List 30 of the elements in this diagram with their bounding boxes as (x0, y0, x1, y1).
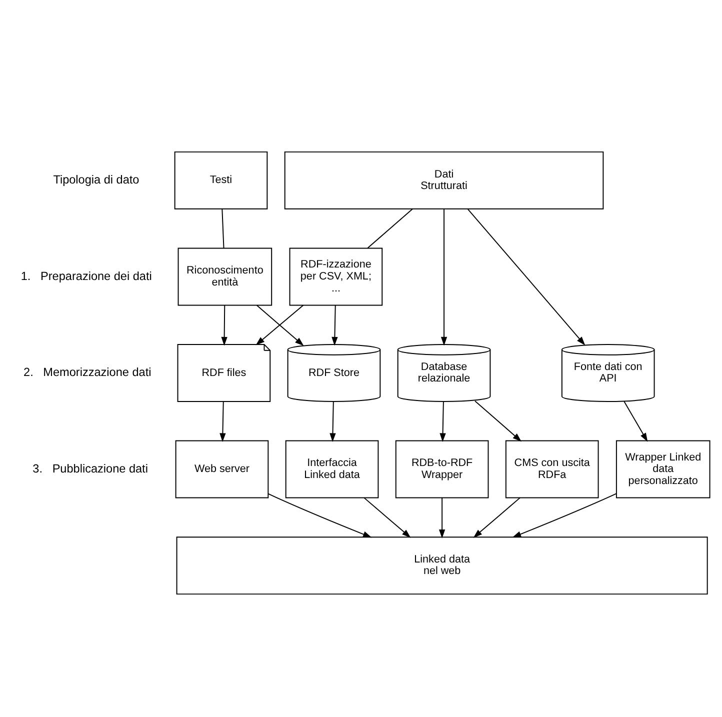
arrow (221, 304, 228, 346)
arrow (268, 492, 372, 538)
arrow (440, 208, 448, 346)
arrow (330, 400, 336, 442)
arrow (512, 492, 617, 537)
node-box: RDF-izzazione per CSV, XML; ... (289, 247, 383, 306)
arrow (473, 496, 520, 538)
label: 3. Pubblicazione dati (32, 462, 148, 475)
node-box: Riconoscimento entità (178, 247, 272, 306)
node-box: Linked data nel web (176, 536, 708, 594)
arrow (467, 208, 586, 345)
node-box: RDB-to-RDF Wrapper (395, 440, 489, 498)
node-box: Testi (174, 150, 268, 209)
connector (222, 208, 224, 248)
arrow (624, 400, 648, 442)
arrow (332, 304, 338, 346)
node-box: CMS con uscita RDFa (505, 440, 599, 498)
arrow (220, 400, 226, 442)
node-box: Dati Strutturati (284, 150, 604, 209)
label: Tipologia di dato (53, 172, 140, 186)
arrow (440, 400, 446, 442)
node-box: Wrapper Linked data personalizzato (616, 440, 710, 498)
node-box: Interfaccia Linked data (285, 440, 379, 498)
node-box: Web server (175, 440, 269, 498)
arrow (438, 496, 446, 538)
arrow (474, 400, 522, 442)
label: 1. Preparazione dei dati (20, 269, 152, 282)
connector (367, 208, 413, 248)
label: 2. Memorizzazione dati (24, 366, 152, 379)
arrow (364, 496, 411, 538)
